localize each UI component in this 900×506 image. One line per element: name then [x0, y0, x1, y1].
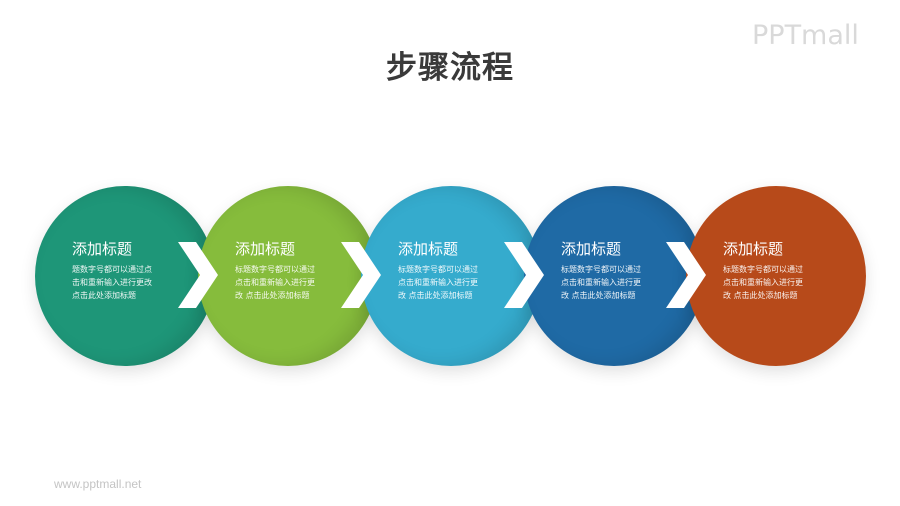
step-text-line: 改 点击此处添加标题 [235, 291, 310, 300]
step-circle-2: 添加标题 标题数字号都可以通过 点击和重新输入进行更 改 点击此处添加标题 [198, 186, 378, 366]
chevron-right-icon [178, 242, 218, 308]
step-text-line: 点击和重新输入进行更 [235, 278, 315, 287]
step-circle-4: 添加标题 标题数字号都可以通过 点击和重新输入进行更 改 点击此处添加标题 [524, 186, 704, 366]
step-text-line: 点击和重新输入进行更 [723, 278, 803, 287]
step-title: 添加标题 [72, 240, 133, 258]
step-text-line: 改 点击此处添加标题 [561, 291, 636, 300]
step-description: 题数字号都可以通过点 击和重新输入进行更改 点击此处添加标题 [72, 263, 182, 302]
step-title: 添加标题 [561, 240, 622, 258]
pptmall-logo: PPTmall [752, 20, 859, 51]
step-circle-1: 添加标题 题数字号都可以通过点 击和重新输入进行更改 点击此处添加标题 [35, 186, 215, 366]
step-text-line: 点击此处添加标题 [72, 291, 136, 300]
step-description: 标题数字号都可以通过 点击和重新输入进行更 改 点击此处添加标题 [561, 263, 671, 302]
footer-url: www.pptmall.net [54, 477, 142, 491]
step-text-line: 标题数字号都可以通过 [561, 265, 641, 274]
step-text-line: 改 点击此处添加标题 [723, 291, 798, 300]
step-description: 标题数字号都可以通过 点击和重新输入进行更 改 点击此处添加标题 [235, 263, 345, 302]
step-text-line: 击和重新输入进行更改 [72, 278, 152, 287]
step-text-line: 标题数字号都可以通过 [398, 265, 478, 274]
step-description: 标题数字号都可以通过 点击和重新输入进行更 改 点击此处添加标题 [398, 263, 508, 302]
step-title: 添加标题 [723, 240, 784, 258]
step-text-line: 标题数字号都可以通过 [723, 265, 803, 274]
chevron-right-icon [504, 242, 544, 308]
chevron-right-icon [666, 242, 706, 308]
step-text-line: 改 点击此处添加标题 [398, 291, 473, 300]
step-text-line: 题数字号都可以通过点 [72, 265, 152, 274]
step-description: 标题数字号都可以通过 点击和重新输入进行更 改 点击此处添加标题 [723, 263, 833, 302]
step-title: 添加标题 [235, 240, 296, 258]
step-circle-3: 添加标题 标题数字号都可以通过 点击和重新输入进行更 改 点击此处添加标题 [361, 186, 541, 366]
step-title: 添加标题 [398, 240, 459, 258]
step-text-line: 点击和重新输入进行更 [561, 278, 641, 287]
chevron-right-icon [341, 242, 381, 308]
step-text-line: 点击和重新输入进行更 [398, 278, 478, 287]
step-text-line: 标题数字号都可以通过 [235, 265, 315, 274]
page-title: 步骤流程 [386, 50, 514, 86]
step-circle-5: 添加标题 标题数字号都可以通过 点击和重新输入进行更 改 点击此处添加标题 [686, 186, 866, 366]
